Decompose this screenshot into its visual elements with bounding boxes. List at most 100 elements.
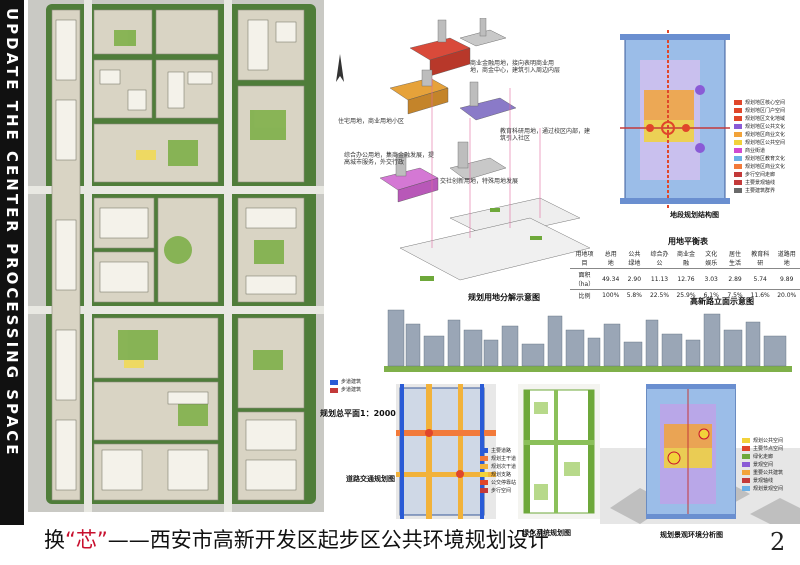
structure-legend-item: 规划地区核心空间 (734, 98, 785, 106)
landscape-legend-item: 主要节点空间 (742, 444, 783, 452)
street-elevation (384, 309, 792, 372)
structure-legend-item: 规划地区商业文化 (734, 130, 785, 138)
structure-legend-item: 规划地区公共文化 (734, 122, 785, 130)
masterplan-legend-item: 步道建筑 (330, 378, 361, 386)
left-title-band (0, 0, 24, 525)
legend-swatch (480, 471, 488, 477)
traffic-legend-item: 规划主干道 (480, 454, 516, 462)
landscape-plan-map (646, 384, 736, 519)
landscape-legend-item: 规划景观空间 (742, 484, 783, 492)
table-header-cell: 总用地 (599, 248, 623, 269)
structure-legend-item: 主要景观轴线 (734, 178, 785, 186)
landscape-legend-item: 景观轴线 (742, 476, 783, 484)
legend-swatch (734, 163, 742, 169)
structure-plan-map (620, 30, 730, 210)
decomposition-diagram (379, 18, 591, 281)
masterplan-legend-item: 步道建筑 (330, 386, 361, 394)
decomposition-note-1: 商业金融用地，接向表明商业用地，商金中心，建筑引入周边内层 (470, 60, 561, 74)
legend-swatch (734, 123, 742, 129)
traffic-legend-item: 主要道路 (480, 446, 516, 454)
traffic-legend-item: 规划支路 (480, 470, 516, 478)
landscape-legend-item: 规划公共空间 (742, 436, 783, 444)
landscape-plan-caption: 规划景观环境分析图 (660, 531, 723, 539)
legend-swatch (734, 155, 742, 161)
legend-swatch (734, 115, 742, 121)
north-arrow-icon (336, 54, 344, 82)
table-header-cell: 教育科研 (746, 248, 774, 269)
decomposition-note-2: 住宅用地，商业用地小区 (338, 118, 405, 125)
elevation-caption: 高新路立面示意图 (690, 297, 754, 306)
legend-swatch (734, 179, 742, 185)
land-balance-table: 用地项目 总用地 公共绿地 综合办公 商业金融 文化娱乐 居住生活 教育科研 道… (570, 248, 800, 301)
green-plan-map (518, 384, 600, 519)
traffic-plan-caption: 道路交通规划图 (346, 475, 395, 483)
legend-swatch (742, 477, 750, 483)
legend-swatch (480, 447, 488, 453)
traffic-plan-map (396, 384, 496, 519)
table-cell: 5.74 (746, 268, 774, 290)
landscape-legend-item: 景观空间 (742, 460, 783, 468)
legend-swatch (742, 469, 750, 475)
structure-legend-item: 规划地区教育文化 (734, 154, 785, 162)
table-cell: 25.9% (676, 292, 696, 299)
legend-swatch (734, 139, 742, 145)
structure-legend-item: 主要建筑群界 (734, 186, 785, 194)
legend-swatch (734, 147, 742, 153)
table-cell: 100% (602, 292, 620, 299)
table-cell: 5.8% (626, 292, 642, 299)
title-quote-close: ” (96, 528, 108, 552)
landscape-legend: 规划公共空间 主要节点空间 绿化走廊 景观空间 重要公共建筑 景观轴线 规划景观… (742, 436, 783, 492)
table-cell: 9.89 (773, 268, 800, 290)
structure-plan-caption: 地段规划结构图 (670, 211, 719, 219)
masterplan-caption: 规划总平面1：2000 (320, 409, 396, 418)
main-title: 换“芯”——西安市高新开发区起步区公共环境规划设计 (44, 524, 549, 554)
table-cell: 12.76 (672, 268, 700, 290)
table-row: 面积（ha） 49.34 2.90 11.13 12.76 3.03 2.89 … (570, 268, 800, 290)
table-cell: 6.1% (703, 292, 719, 299)
legend-swatch (742, 445, 750, 451)
legend-swatch (734, 187, 742, 193)
traffic-legend: 主要道路 规划主干道 规划次干道 规划支路 公交停靠站 步行空间 (480, 446, 516, 494)
legend-swatch (480, 479, 488, 485)
green-plan-caption: 绿化系统规划图 (522, 529, 571, 537)
table-cell: 面积（ha） (570, 268, 599, 290)
vertical-title: UPDATE THE CENTER PROCESSING SPACE (0, 0, 24, 525)
decomposition-note-4: 综合办公用地，集商金融发展，提高城市服务，外交行政 (344, 152, 435, 166)
decomposition-note-5: 交社创新用地，特殊用地发展 (440, 178, 519, 185)
table-cell: 3.03 (699, 268, 724, 290)
structure-legend-item: 规划地区文化地域 (734, 114, 785, 122)
title-prefix: 换 (44, 528, 65, 552)
landscape-legend-item: 重要公共建筑 (742, 468, 783, 476)
table-cell: 22.5% (649, 292, 670, 299)
legend-swatch (742, 437, 750, 443)
legend-swatch (742, 453, 750, 459)
table-cell: 2.90 (622, 268, 647, 290)
table-cell: 11.6% (750, 292, 770, 299)
table-cell: 49.34 (599, 268, 623, 290)
table-header-cell: 道路用地 (773, 248, 800, 269)
traffic-legend-item: 规划次干道 (480, 462, 516, 470)
structure-legend-item: 规划地区商业文化 (734, 162, 785, 170)
table-cell: 11.13 (646, 268, 673, 290)
legend-swatch (734, 99, 742, 105)
table-cell: 2.89 (723, 268, 747, 290)
decomposition-caption: 规划用地分解示意图 (468, 293, 540, 302)
masterplan-legend: 步道建筑 步道建筑 (330, 378, 361, 394)
legend-swatch (480, 455, 488, 461)
traffic-legend-item: 公交停靠站 (480, 478, 516, 486)
table-header-cell: 公共绿地 (622, 248, 647, 269)
table-header-row: 用地项目 总用地 公共绿地 综合办公 商业金融 文化娱乐 居住生活 教育科研 道… (570, 248, 800, 269)
legend-swatch (480, 463, 488, 469)
land-table-title: 用地平衡表 (668, 237, 708, 246)
structure-legend: 规划地区核心空间 规划地区门户空间 规划地区文化地域 规划地区公共文化 规划地区… (734, 98, 785, 194)
table-cell: 20.0% (777, 292, 797, 299)
decomposition-note-3: 教育科研用地，通过校区内部，建筑引入社区 (500, 128, 591, 142)
table-header-cell: 用地项目 (570, 248, 599, 269)
legend-swatch (734, 131, 742, 137)
legend-swatch (330, 387, 338, 393)
table-row: 比例 100% 5.8% 22.5% 25.9% 6.1% 7.5% 11.6%… (570, 290, 800, 302)
table-header-cell: 综合办公 (646, 248, 673, 269)
structure-legend-item: 规划地区门户空间 (734, 106, 785, 114)
masterplan-map (28, 0, 324, 512)
structure-legend-item: 商业街道 (734, 146, 785, 154)
